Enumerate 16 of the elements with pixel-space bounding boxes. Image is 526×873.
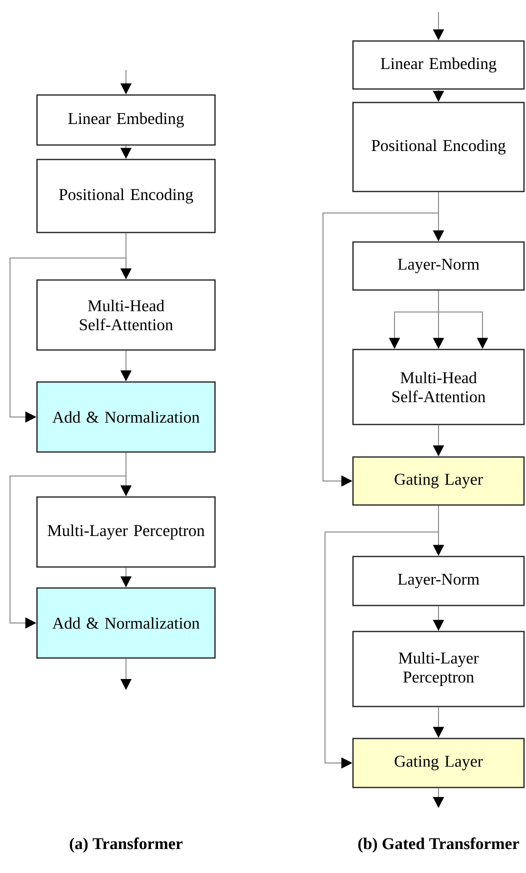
process-box: Layer-Norm [352,556,525,606]
process-box: Positional Encoding [36,158,216,234]
process-box: Multi-Layer Perceptron [352,630,525,708]
caption: (a) Transformer [70,837,183,853]
process-box: Multi-Head Self-Attention [352,348,525,426]
process-box: Linear Embeding [352,40,525,90]
caption: (b) Gated Transformer [358,837,520,853]
process-box: Positional Encoding [352,102,525,192]
process-box: Linear Embeding [36,94,216,146]
process-box: Layer-Norm [352,241,525,291]
process-box: Multi-Layer Perceptron [36,496,216,568]
process-box: Gating Layer [352,456,525,506]
process-box: Gating Layer [352,738,525,788]
process-box: Add & Normalization [36,381,216,453]
process-box: Multi-Head Self-Attention [36,279,216,351]
process-box: Add & Normalization [36,587,216,659]
